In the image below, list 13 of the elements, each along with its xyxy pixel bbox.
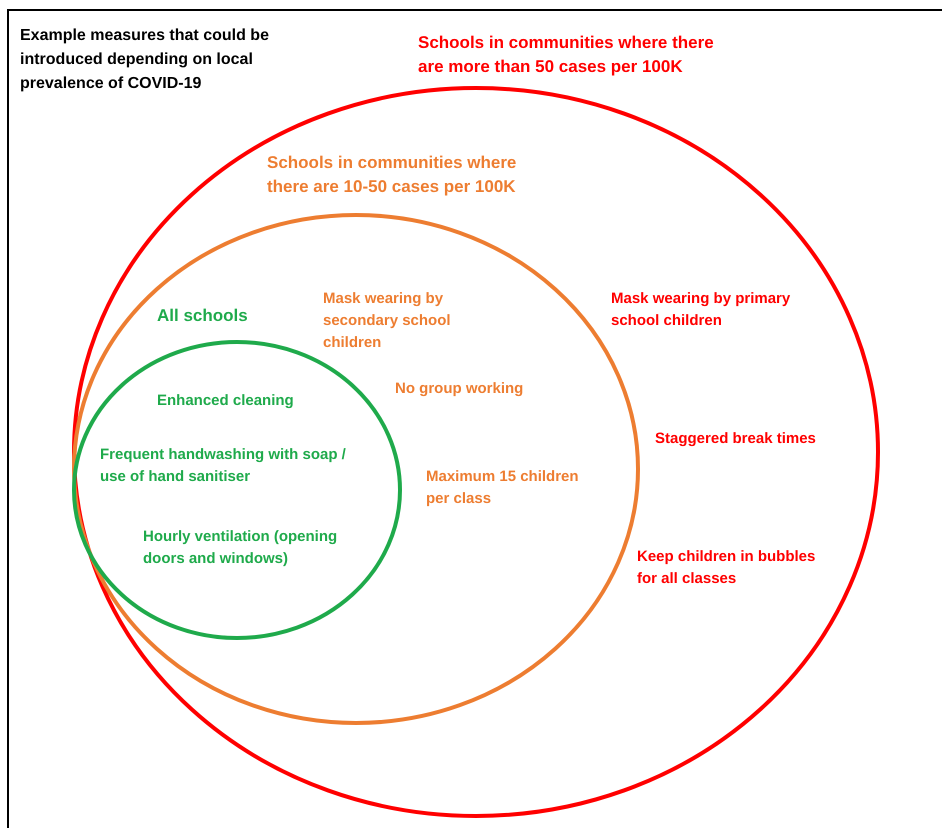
group-heading: Schools in communities where there are 10-50 cases per 100K bbox=[267, 152, 518, 198]
measure-label: No group working bbox=[395, 379, 524, 399]
measure-label: Enhanced cleaning bbox=[157, 391, 295, 411]
measure-label: Staggered break times bbox=[655, 429, 817, 449]
diagram-title: Example measures that could be introduced depending on local prevalence of COVID-19 bbox=[20, 26, 270, 94]
measure-label: Keep children in bubbles for all classes bbox=[637, 547, 816, 589]
measure-label: Hourly ventilation (opening doors and windows) bbox=[143, 527, 338, 569]
measure-label: Frequent handwashing with soap / use of hand sanitiser bbox=[100, 445, 347, 487]
group-heading: Schools in communities where there are more than 50 cases per 100K bbox=[418, 32, 715, 78]
measure-label: Mask wearing by primary school children bbox=[611, 289, 792, 331]
measure-label: Mask wearing by secondary school children bbox=[323, 289, 452, 352]
measure-label: Maximum 15 children per class bbox=[426, 467, 580, 509]
group-heading: All schools bbox=[157, 305, 249, 327]
